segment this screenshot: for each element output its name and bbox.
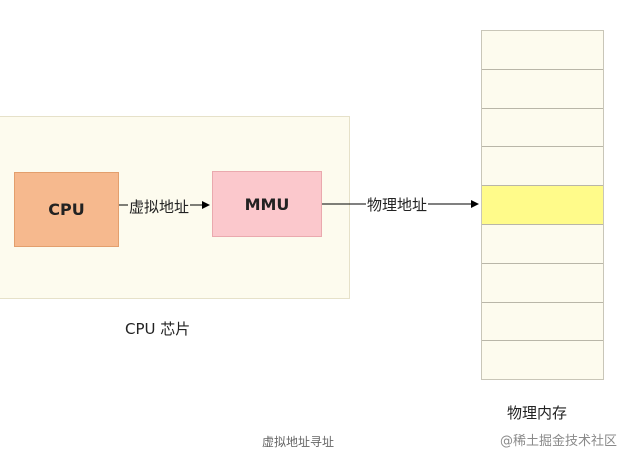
chip-caption: CPU 芯片	[125, 320, 191, 338]
memory-cell	[482, 264, 603, 303]
memory-cell	[482, 109, 603, 148]
memory-cell	[482, 225, 603, 264]
cpu-box: CPU	[14, 172, 119, 247]
cpu-label: CPU	[48, 200, 85, 219]
physical-address-label: 物理地址	[366, 194, 429, 215]
memory-cell	[482, 303, 603, 342]
memory-cell-highlighted	[482, 186, 603, 225]
mmu-label: MMU	[244, 194, 290, 214]
memory-caption: 物理内存	[507, 404, 568, 422]
memory-cell	[482, 341, 603, 380]
watermark: @稀土掘金技术社区	[500, 434, 618, 449]
memory-cell	[482, 31, 603, 70]
figure-title: 虚拟地址寻址	[262, 435, 335, 449]
mmu-box: MMU	[212, 171, 322, 237]
memory-cell	[482, 70, 603, 109]
physical-memory	[481, 30, 604, 380]
memory-cell	[482, 147, 603, 187]
virtual-address-label: 虚拟地址	[128, 196, 191, 217]
